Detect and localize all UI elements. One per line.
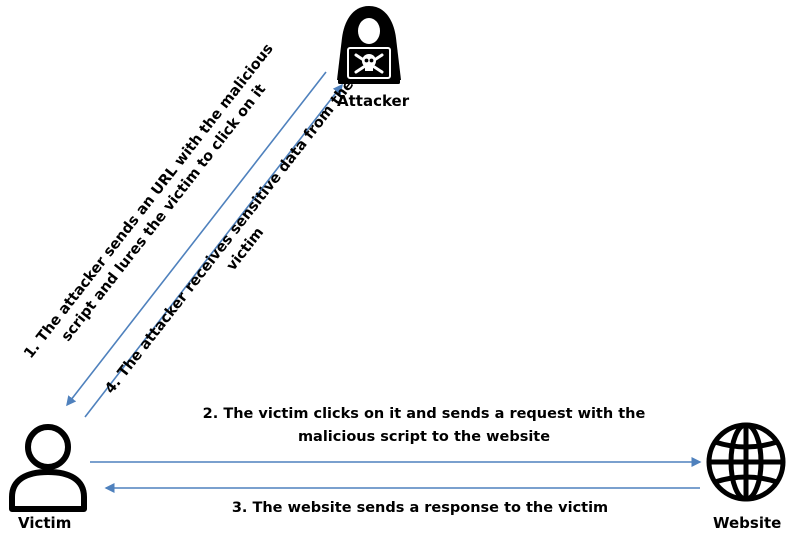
arrow-step1 — [66, 71, 327, 407]
step2-line2: malicious script to the website — [298, 429, 550, 445]
attacker-label: Attacker — [337, 92, 410, 110]
hacker-icon — [337, 6, 401, 84]
website-label: Website — [713, 514, 781, 532]
globe-icon — [706, 422, 786, 502]
step1-line1: 1. The attacker sends an URL with the ma… — [21, 41, 276, 362]
victim-label: Victim — [18, 514, 71, 532]
step3-label: 3. The website sends a response to the v… — [232, 500, 608, 516]
step2-label: 2. The victim clicks on it and sends a r… — [203, 406, 646, 445]
arrow-step4 — [84, 83, 343, 418]
step2-line1: 2. The victim clicks on it and sends a r… — [203, 406, 646, 422]
user-icon — [9, 424, 87, 512]
skull-icon — [354, 53, 384, 74]
